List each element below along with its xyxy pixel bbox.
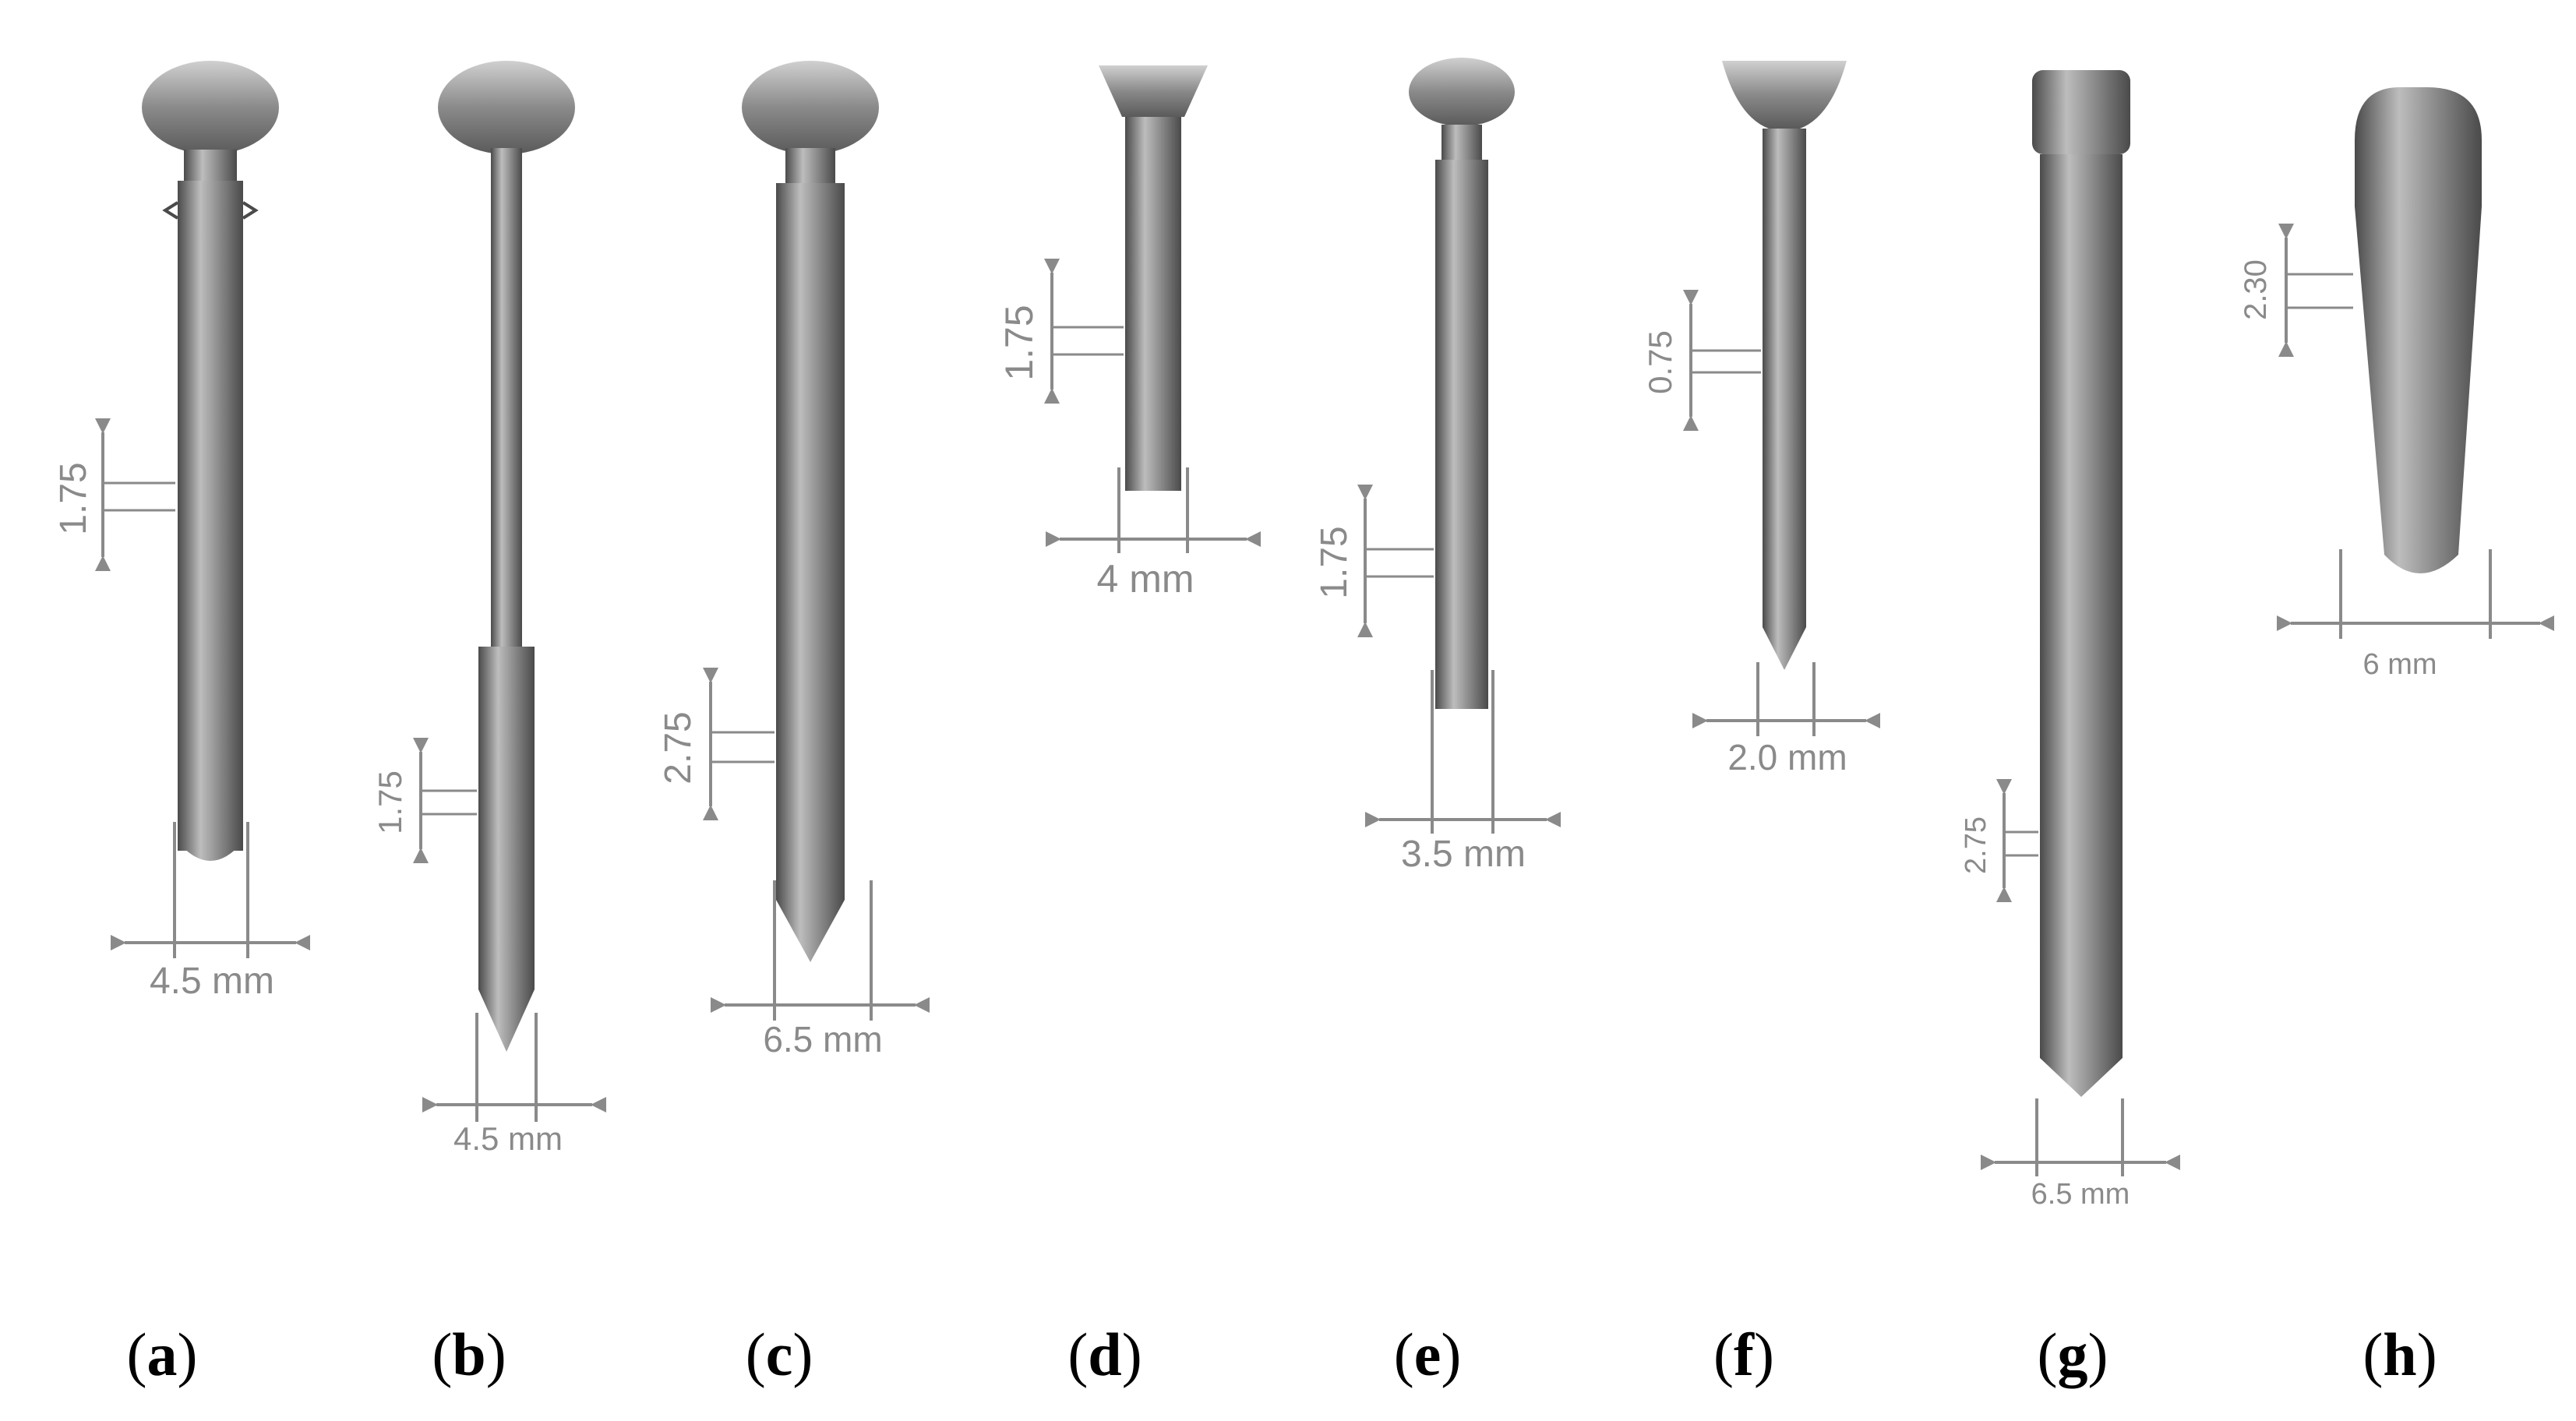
screw-d: 1.75 4 mm <box>997 65 1261 601</box>
diameter-h: 6 mm <box>2363 648 2437 681</box>
diameter-d: 4 mm <box>1097 557 1194 601</box>
pitch-b: 1.75 <box>372 770 408 834</box>
caption-g: (g) <box>2037 1321 2108 1388</box>
screw-a: 1.75 4.5 mm <box>53 61 310 1002</box>
screw-f: 0.75 2.0 mm <box>1642 61 1880 777</box>
screw-h: 2.30 6 mm <box>2239 87 2554 681</box>
caption-a: (a) <box>126 1321 198 1388</box>
diameter-e: 3.5 mm <box>1401 834 1526 875</box>
caption-e: (e) <box>1393 1321 1462 1388</box>
screw-e: 1.75 3.5 mm <box>1314 58 1561 875</box>
pitch-a: 1.75 <box>53 462 94 534</box>
pitch-d: 1.75 <box>997 305 1041 380</box>
caption-b: (b) <box>432 1321 506 1388</box>
thread-a <box>162 181 259 851</box>
caption-h: (h) <box>2363 1321 2437 1388</box>
diameter-b: 4.5 mm <box>453 1120 563 1157</box>
screw-b: 1.75 4.5 mm <box>372 61 606 1157</box>
screw-g: 2.75 6.5 mm <box>1960 70 2180 1211</box>
diameter-c: 6.5 mm <box>763 1019 882 1060</box>
screw-c: 2.75 6.5 mm <box>658 61 930 1060</box>
caption-d: (d) <box>1067 1321 1142 1388</box>
diameter-f: 2.0 mm <box>1727 737 1847 777</box>
pitch-h: 2.30 <box>2239 259 2273 320</box>
pitch-g: 2.75 <box>1960 816 1992 874</box>
pitch-e: 1.75 <box>1314 526 1355 598</box>
pitch-c: 2.75 <box>658 711 699 784</box>
diameter-a: 4.5 mm <box>150 961 274 1002</box>
caption-c: (c) <box>745 1321 813 1388</box>
caption-f: (f) <box>1713 1321 1774 1388</box>
diameter-g: 6.5 mm <box>2031 1178 2130 1211</box>
pitch-f: 0.75 <box>1642 330 1678 394</box>
